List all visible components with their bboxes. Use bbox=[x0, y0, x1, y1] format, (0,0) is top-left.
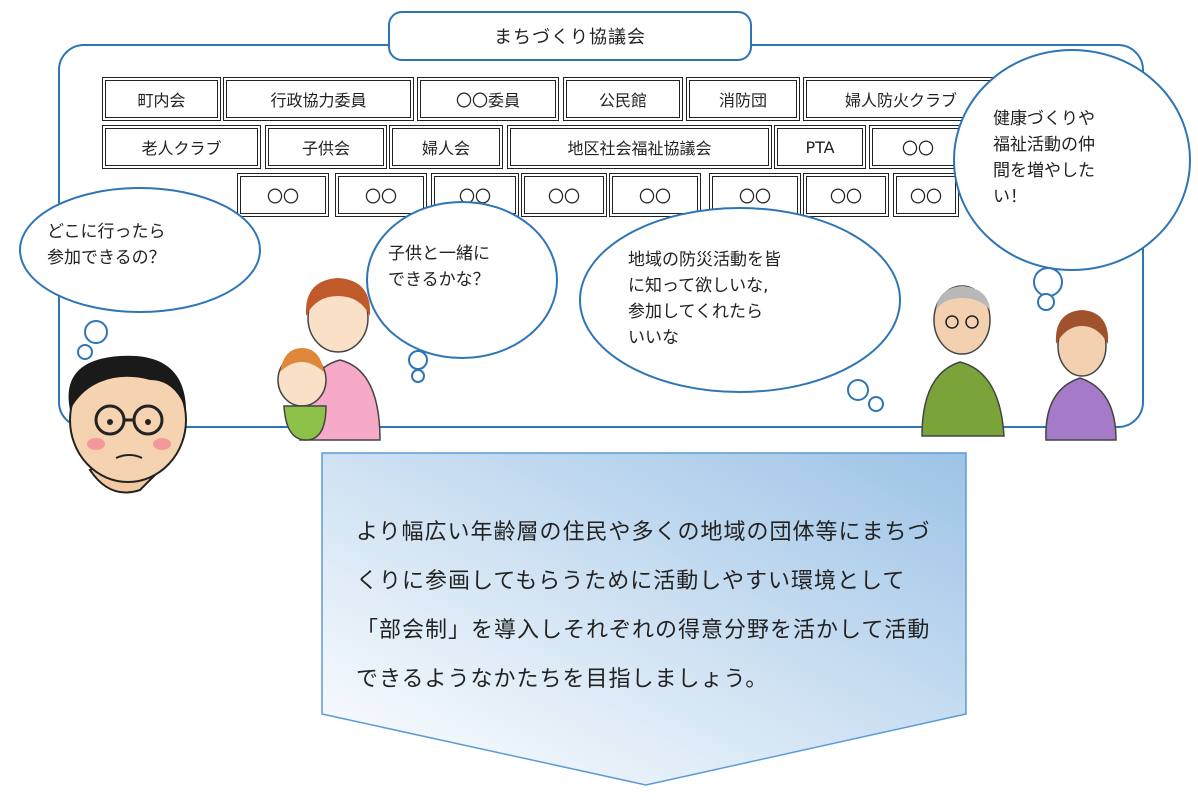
elderly-man-illustration bbox=[921, 285, 1005, 437]
org-box: 〇〇 bbox=[803, 173, 889, 217]
bubble-text-man: どこに行ったら 参加できるの？ bbox=[47, 222, 166, 268]
man-illustration bbox=[68, 355, 187, 494]
thought-bubble-welfare bbox=[953, 49, 1191, 311]
org-box: 〇〇 bbox=[521, 173, 607, 217]
bubble-text-disaster: 地域の防災活動を皆 に知って欲しいな, 参加してくれたら いいな bbox=[628, 250, 781, 348]
org-box: 老人クラブ bbox=[102, 125, 261, 169]
thought-bubble-disaster bbox=[579, 207, 901, 412]
org-box: 子供会 bbox=[265, 125, 387, 169]
thought-bubble-man bbox=[19, 187, 261, 360]
mother-child-illustration bbox=[277, 278, 381, 441]
org-box: 〇〇 bbox=[335, 173, 427, 217]
org-box: 行政協力委員 bbox=[223, 77, 414, 121]
elderly-woman-illustration bbox=[1045, 310, 1117, 441]
org-box: 公民館 bbox=[563, 77, 683, 121]
conclusion-text: より幅広い年齢層の住民や多くの地域の団体等にまちづくりに参画してもらうために活動… bbox=[356, 520, 931, 692]
bubble-text-welfare: 健康づくりや 福祉活動の仲 間を増やした い！ bbox=[993, 109, 1095, 207]
org-box: 〇〇 bbox=[609, 173, 701, 217]
org-box: 消防団 bbox=[686, 77, 800, 121]
org-box: 〇〇 bbox=[893, 173, 959, 217]
bubble-text-mother: 子供と一緒に できるかな？ bbox=[388, 244, 490, 290]
org-box: 地区社会福祉協議会 bbox=[507, 125, 772, 169]
org-box: 町内会 bbox=[102, 77, 221, 121]
org-box: PTA bbox=[774, 125, 866, 169]
org-box: 婦人会 bbox=[389, 125, 503, 169]
thought-bubble-mother bbox=[366, 201, 558, 383]
org-box: 〇〇 bbox=[237, 173, 329, 217]
org-box: 〇〇委員 bbox=[417, 77, 559, 121]
org-box: 婦人防火クラブ bbox=[803, 77, 999, 121]
council-title: まちづくり協議会 bbox=[388, 11, 752, 61]
org-box: 〇〇 bbox=[869, 125, 967, 169]
